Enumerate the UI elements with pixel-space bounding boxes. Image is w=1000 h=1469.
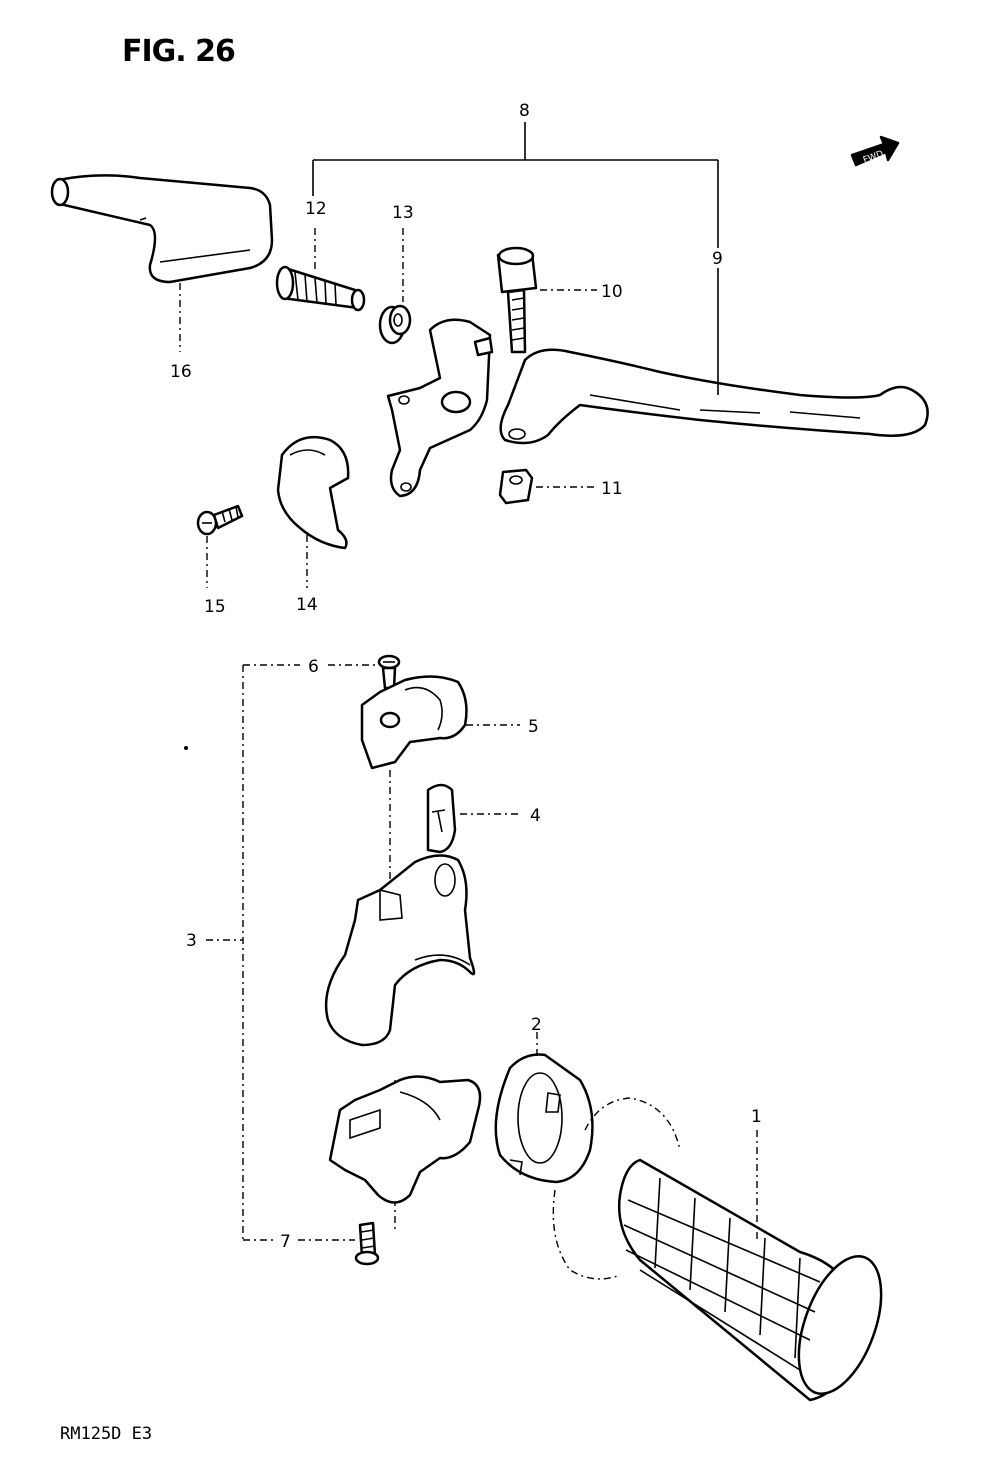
callout-9: 9 <box>712 249 723 269</box>
lever-holder-bracket <box>386 318 494 498</box>
handlebar-grip <box>618 1158 883 1402</box>
callout-5: 5 <box>528 717 539 737</box>
callout-1: 1 <box>751 1107 762 1127</box>
lever-pivot-bolt <box>496 246 538 354</box>
clutch-lever <box>499 348 929 445</box>
figure-title: FIG. 26 <box>122 34 236 69</box>
clamp-screw <box>196 504 244 536</box>
callout-15: 15 <box>204 597 226 617</box>
callout-2: 2 <box>531 1015 542 1035</box>
adjuster-locknut <box>378 304 412 345</box>
throttle-tube-outline <box>552 1097 681 1280</box>
switch-housing-upper <box>324 854 476 1047</box>
callout-7: 7 <box>280 1232 291 1252</box>
switch-cover <box>360 675 468 770</box>
callout-12: 12 <box>305 199 327 219</box>
switch-button <box>426 783 457 854</box>
bracket-8 <box>312 122 719 395</box>
lever-pivot-nut <box>498 468 534 505</box>
cable-adjuster <box>275 265 366 312</box>
forward-direction-arrow-icon: FWD <box>850 135 900 167</box>
switch-screw-bottom <box>354 1221 380 1266</box>
callout-16: 16 <box>170 362 192 382</box>
callout-4: 4 <box>530 806 541 826</box>
switch-screw-top <box>377 654 401 690</box>
stray-dot <box>184 746 188 750</box>
model-code-label: RM125D E3 <box>60 1424 153 1444</box>
lever-clamp <box>276 435 350 550</box>
throttle-collar <box>494 1053 594 1184</box>
lever-boot-cover <box>50 174 274 284</box>
callout-3: 3 <box>186 931 197 951</box>
callout-10: 10 <box>601 282 623 302</box>
callout-6: 6 <box>308 657 319 677</box>
callout-11: 11 <box>601 479 623 499</box>
callout-13: 13 <box>392 203 414 223</box>
switch-housing-lower <box>328 1075 482 1204</box>
callout-8: 8 <box>519 101 530 121</box>
callout-14: 14 <box>296 595 318 615</box>
alignment-line <box>389 770 396 1232</box>
